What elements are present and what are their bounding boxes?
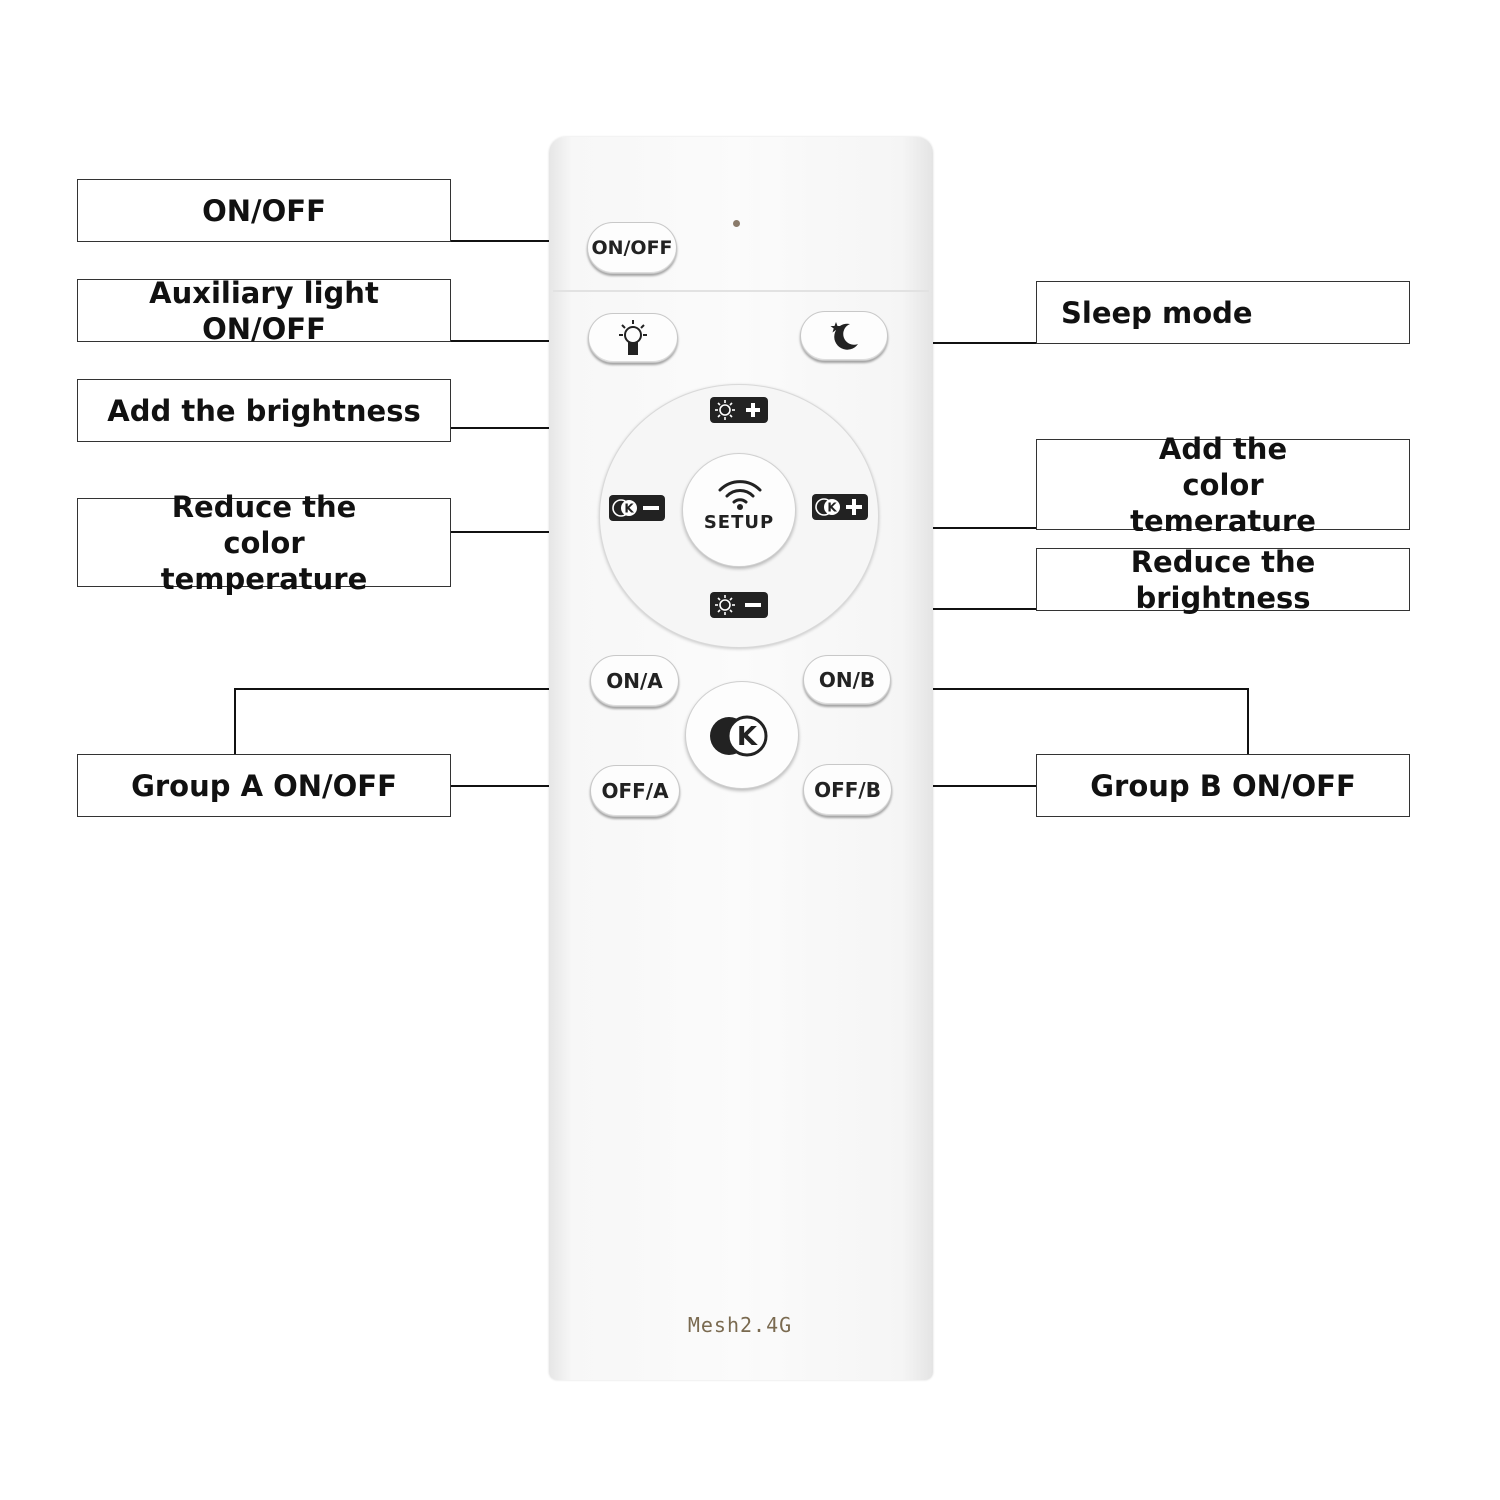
brightness-up-button[interactable] xyxy=(710,397,768,423)
moon-star-icon xyxy=(830,322,858,350)
callout-sleep-mode: Sleep mode xyxy=(1036,281,1410,344)
on-b-button[interactable]: ON/B xyxy=(803,655,891,705)
setup-label: SETUP xyxy=(703,512,775,533)
k-plus-icon: K xyxy=(815,498,862,516)
on-a-button[interactable]: ON/A xyxy=(590,655,679,707)
callout-reduce-color-temperature: Reduce the color temperature xyxy=(77,490,451,596)
arrow-group-a-on xyxy=(234,689,576,754)
callout-group-a: Group A ON/OFF xyxy=(77,754,451,817)
remote-model-label: Mesh2.4G xyxy=(687,1313,793,1337)
callout-group-b: Group B ON/OFF xyxy=(1036,754,1410,817)
color-temperature-button[interactable]: K xyxy=(685,681,799,789)
off-a-button[interactable]: OFF/A xyxy=(590,765,680,817)
k-label: K xyxy=(737,722,758,752)
callout-reduce-brightness: Reduce the brightness xyxy=(1036,545,1410,615)
k-circle-icon: K xyxy=(710,715,768,757)
indicator-led xyxy=(733,220,740,227)
sun-plus-icon xyxy=(715,400,760,420)
svg-text:K: K xyxy=(827,501,837,515)
remote-top-seam xyxy=(553,290,929,292)
callout-auxiliary-light: Auxiliary light ON/OFF xyxy=(77,276,451,346)
brightness-down-button[interactable] xyxy=(710,592,768,618)
wifi-icon xyxy=(718,480,762,510)
sleep-mode-button[interactable] xyxy=(800,311,888,361)
bulb-icon xyxy=(619,320,647,355)
power-button[interactable]: ON/OFF xyxy=(587,222,677,274)
color-temp-up-button[interactable]: K xyxy=(812,494,868,520)
setup-button[interactable]: SETUP xyxy=(682,453,796,567)
k-minus-icon: K xyxy=(612,499,659,517)
callout-on-off: ON/OFF xyxy=(77,179,451,242)
arrow-group-b-on xyxy=(908,689,1249,754)
callout-add-color-temperature: Add the color temerature xyxy=(1036,432,1410,538)
callout-add-brightness: Add the brightness xyxy=(77,379,451,442)
svg-text:K: K xyxy=(624,502,634,516)
color-temp-down-button[interactable]: K xyxy=(609,495,665,521)
auxiliary-light-button[interactable] xyxy=(588,313,678,363)
sun-minus-icon xyxy=(715,595,761,615)
off-b-button[interactable]: OFF/B xyxy=(803,764,892,816)
